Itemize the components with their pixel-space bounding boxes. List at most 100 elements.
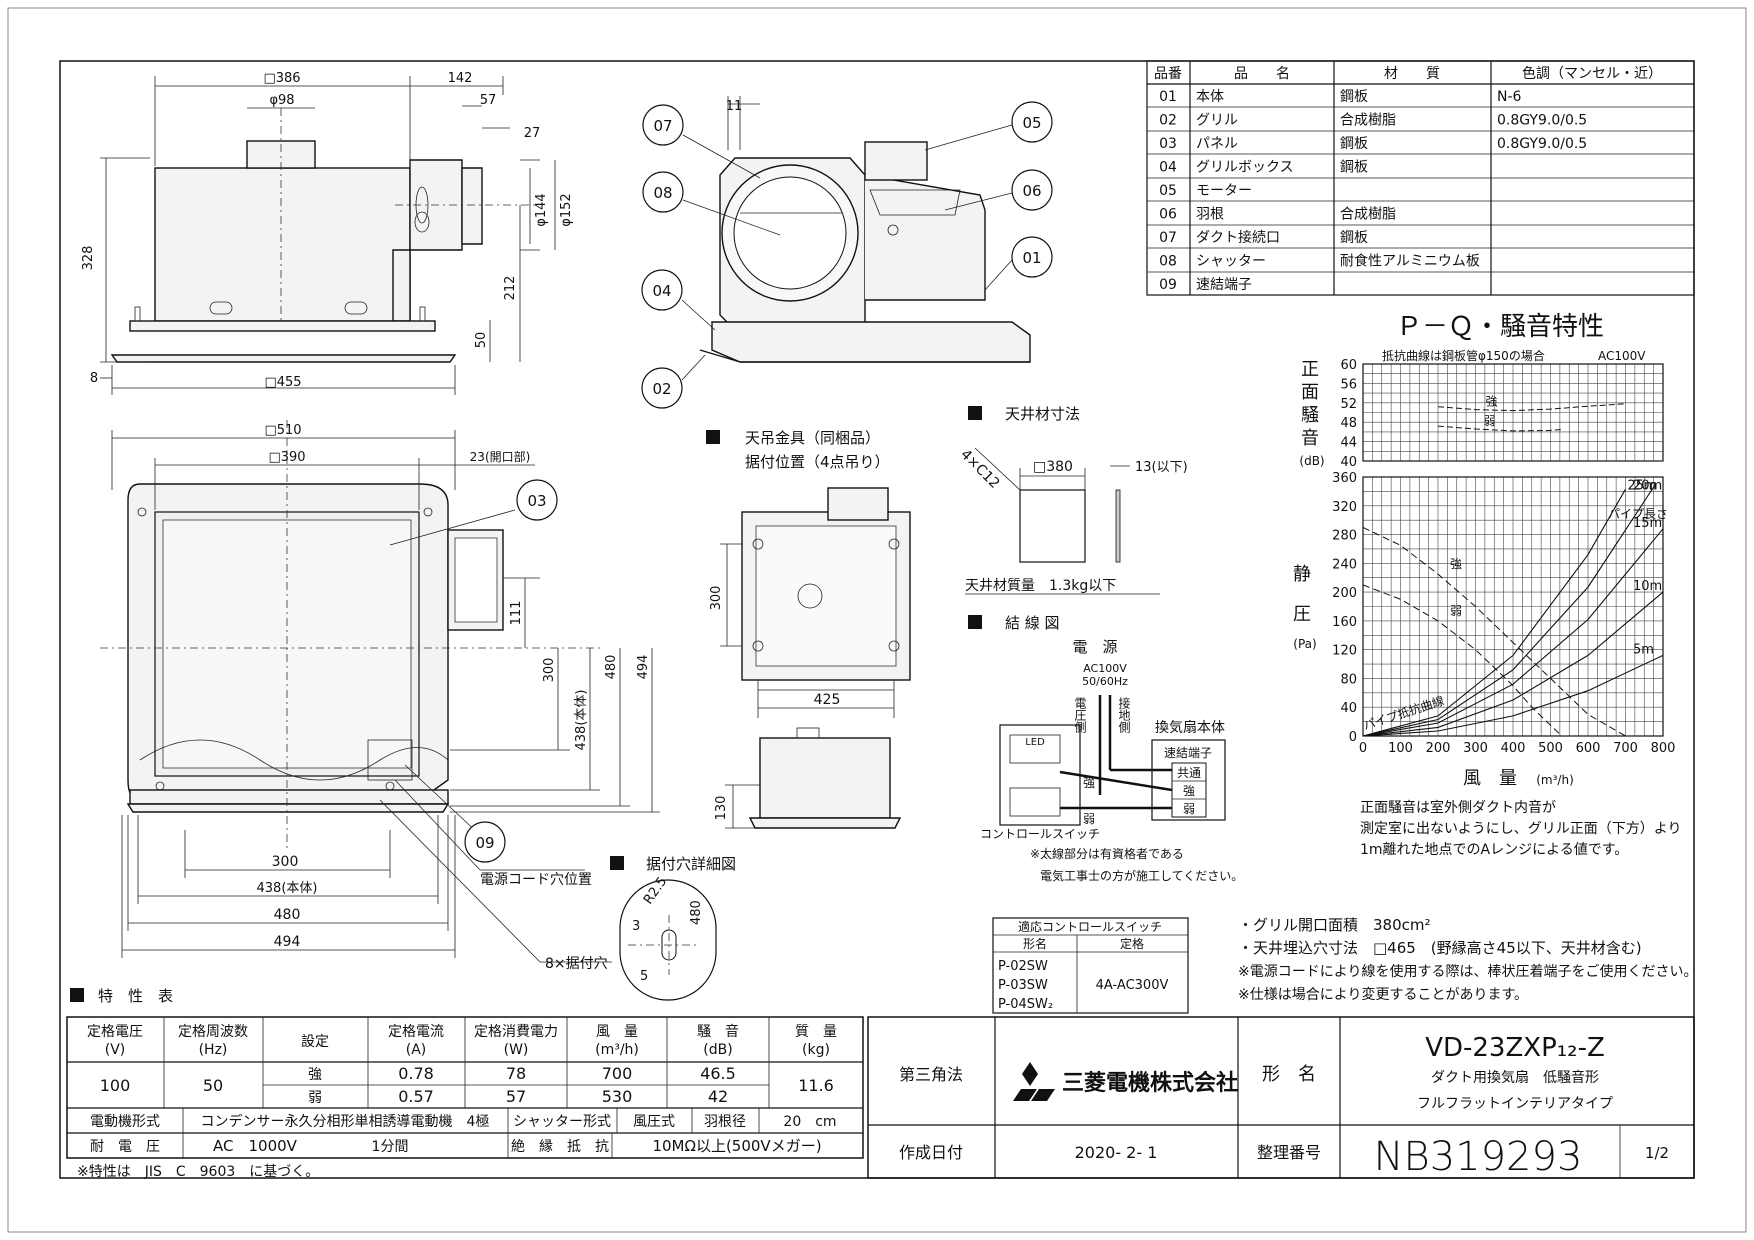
- parts-header-no: 品番: [1154, 66, 1182, 82]
- wiring-switch: コントロールスイッチ: [980, 827, 1100, 841]
- parts-no: 05: [1159, 183, 1177, 199]
- doc-label: 整理番号: [1257, 1143, 1321, 1162]
- x-tick-label: 0: [1359, 741, 1367, 756]
- spec-h-voltage-unit: (V): [105, 1042, 126, 1058]
- parts-name: 速結端子: [1196, 277, 1252, 293]
- parts-material: 鋼板: [1340, 160, 1368, 176]
- x-tick-label: 700: [1613, 741, 1638, 756]
- parts-material: 鋼板: [1340, 136, 1368, 152]
- wiring-weak: 弱: [1083, 812, 1095, 826]
- wiring-terminal: 速結端子: [1164, 746, 1212, 760]
- noise-series-label: 強: [1486, 395, 1498, 409]
- spec-table: 特 性 表 定格電圧 (V) 定格周波数 (Hz) 設定 定格電流 (A) 定格…: [66, 987, 864, 1180]
- front-dim-8: 8: [90, 371, 98, 386]
- plan-dim-480h: 480: [274, 907, 301, 923]
- wiring-terminal-common: 共通: [1177, 766, 1201, 780]
- wiring-title: 結 線 図: [1005, 614, 1060, 632]
- front-dim-phi98: φ98: [269, 93, 294, 108]
- front-dim-phi144: φ144: [534, 193, 549, 226]
- mitsubishi-logo-icon: [1013, 1062, 1055, 1101]
- spec-title: 特 性 表: [98, 987, 173, 1005]
- wiring-ac: AC100V: [1083, 662, 1127, 675]
- front-dim-57: 57: [480, 93, 497, 108]
- callouts: 03 09 07 08 05 06 01 04 02: [389, 101, 1053, 863]
- spec-h-power: 定格消費電力: [474, 1024, 558, 1040]
- spec-noise-strong: 46.5: [700, 1064, 736, 1083]
- wiring-terminal-strong: 強: [1183, 784, 1195, 798]
- spec-motor-label: 電動機形式: [90, 1114, 160, 1130]
- parts-no: 08: [1159, 254, 1177, 270]
- pressure-label-2: 圧: [1293, 604, 1311, 625]
- pressure-tick-label: 160: [1332, 615, 1357, 630]
- plan-dim-111: 111: [509, 601, 524, 626]
- pressure-tick-label: 320: [1332, 500, 1357, 515]
- plan-dim-494h: 494: [274, 934, 301, 950]
- plan-view: □510 □390 23(開口部) 111 300 438(本体) 480 49…: [100, 420, 660, 972]
- outer-border: [7, 7, 1747, 1233]
- cord-hole-label: 電源コード穴位置: [480, 872, 592, 888]
- noise-label-1: 正: [1301, 359, 1319, 380]
- parts-name: シャッター: [1196, 254, 1266, 270]
- noise-tick-label: 56: [1340, 377, 1357, 392]
- plan-dim-480v: 480: [604, 655, 619, 680]
- parts-no: 02: [1159, 113, 1177, 129]
- spec-withstand: AC 1000V: [213, 1137, 298, 1155]
- switch-model-1: P-02SW: [998, 959, 1048, 974]
- parts-no: 04: [1159, 160, 1177, 176]
- wiring-ground: 接地側: [1117, 696, 1131, 733]
- wiring-note2: 電気工事士の方が施工してください。: [1040, 868, 1243, 883]
- switch-header-rating: 定格: [1120, 936, 1144, 951]
- iso-callout-02: 02: [652, 380, 671, 398]
- front-dim-455: □455: [264, 375, 301, 390]
- model-number: VD-23ZXP₁₂-Z: [1425, 1033, 1605, 1063]
- plan-dim-494v: 494: [636, 655, 651, 680]
- pressure-tick-label: 280: [1332, 529, 1357, 544]
- spec-blade: 20 cm: [783, 1114, 836, 1130]
- date-value: 2020- 2- 1: [1075, 1143, 1158, 1162]
- ceiling-dim-380: □380: [1033, 459, 1073, 475]
- spec-airflow-weak: 530: [602, 1087, 633, 1106]
- spec-noise-weak: 42: [708, 1087, 728, 1106]
- parts-color: N-6: [1497, 89, 1522, 105]
- note-3: ※電源コードにより線を使用する際は、棒状圧着端子をご使用ください。: [1238, 963, 1697, 980]
- noise-tick-label: 40: [1340, 455, 1357, 470]
- parts-no: 06: [1159, 207, 1177, 223]
- iso-dim-11: 11: [726, 99, 743, 114]
- spec-footnote: ※特性は JIS C 9603 に基づく。: [77, 1163, 319, 1180]
- noise-series-line: [1437, 425, 1562, 432]
- wiring-strong: 強: [1083, 776, 1095, 790]
- spec-shutter-label: シャッター形式: [513, 1114, 611, 1130]
- wiring-hz: 50/60Hz: [1082, 675, 1128, 688]
- spec-setting-weak: 弱: [308, 1090, 322, 1106]
- hanger-title-1: 天吊金具（同梱品）: [745, 429, 880, 447]
- noise-plot-frame: [1362, 363, 1664, 462]
- pq-series-line: [1362, 526, 1626, 737]
- x-tick-label: 500: [1538, 741, 1563, 756]
- parts-no: 09: [1159, 277, 1177, 293]
- spec-h-mass: 質 量: [795, 1024, 837, 1040]
- noise-tick-label: 44: [1340, 436, 1357, 451]
- date-label: 作成日付: [899, 1143, 963, 1162]
- x-tick-label: 600: [1576, 741, 1601, 756]
- chart-footnote-3: 1m離れた地点でのAレンジによる値です。: [1360, 841, 1628, 858]
- model-desc-1: ダクト用換気扇 低騒音形: [1431, 1069, 1599, 1086]
- switch-table: 適応コントロールスイッチ 形名 定格 P-02SW P-03SW P-04SW₂…: [992, 917, 1189, 1014]
- noise-label-2: 面: [1301, 382, 1319, 403]
- pq-series-line: [1362, 584, 1563, 737]
- pressure-tick-label: 40: [1340, 701, 1357, 716]
- spec-mass: 11.6: [798, 1076, 834, 1095]
- hanger-dim-130: 130: [714, 796, 729, 821]
- company-name: 三菱電機株式会社: [1062, 1070, 1238, 1096]
- spec-h-airflow: 風 量: [596, 1024, 638, 1040]
- parts-name: モーター: [1196, 183, 1252, 199]
- spec-setting-strong: 強: [308, 1067, 322, 1083]
- parts-header-name: 品 名: [1234, 66, 1290, 82]
- parts-name: 本体: [1196, 89, 1224, 105]
- page-number: 1/2: [1645, 1144, 1669, 1162]
- ceiling-dim-13: 13(以下): [1135, 460, 1188, 475]
- noise-tick-label: 48: [1340, 416, 1357, 431]
- projection-label: 第三角法: [899, 1065, 963, 1084]
- wiring-led: LED: [1025, 737, 1045, 748]
- spec-h-noise: 騒 音: [697, 1023, 739, 1040]
